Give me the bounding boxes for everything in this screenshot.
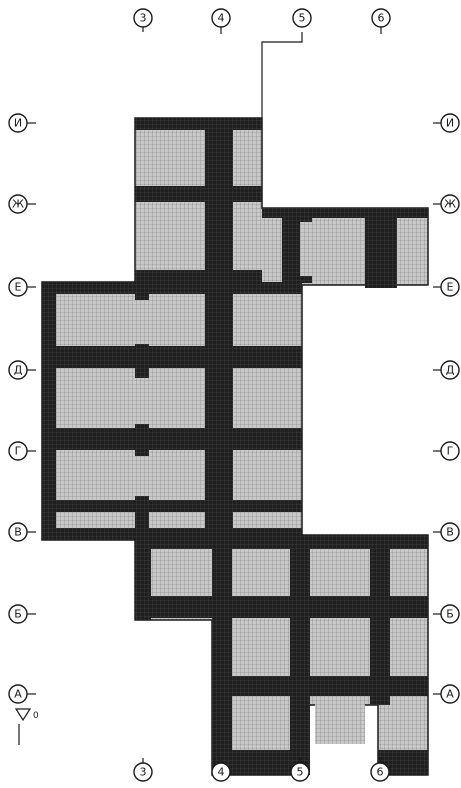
level-value: 0 xyxy=(33,711,39,721)
axis-bubble-Б-right: Б xyxy=(433,604,460,624)
level-mark: 0 xyxy=(14,708,39,745)
axis-bubble-4-top: 4 xyxy=(211,8,231,34)
axis-bubble-А-left: А xyxy=(8,684,36,704)
wall-bands xyxy=(42,118,428,775)
svg-text:5: 5 xyxy=(299,12,306,25)
svg-text:Д: Д xyxy=(446,364,455,377)
svg-text:Г: Г xyxy=(15,445,22,458)
axis-bubble-5-bottom: 5 xyxy=(290,757,310,782)
wall-pier xyxy=(365,208,397,288)
wall-pier xyxy=(42,282,56,540)
svg-text:Е: Е xyxy=(15,281,22,294)
axis-bubble-6-top: 6 xyxy=(371,8,391,34)
floor-panel xyxy=(235,552,287,592)
level-triangle-icon xyxy=(14,708,32,722)
wall-pier xyxy=(135,535,151,620)
svg-text:В: В xyxy=(446,526,454,539)
wall-band xyxy=(42,428,302,450)
wall-pier xyxy=(205,208,233,282)
wall-band xyxy=(42,282,302,294)
wall-pier xyxy=(370,535,390,705)
floor-panel xyxy=(240,456,298,496)
axis-bubble-В-left: В xyxy=(8,522,36,542)
floor-panel xyxy=(315,704,365,744)
wall-pier xyxy=(205,118,233,208)
axis-bubble-В-right: В xyxy=(433,522,460,542)
floor-panel xyxy=(240,300,298,344)
floor-panel xyxy=(390,628,422,672)
floor-panel xyxy=(315,552,367,592)
svg-text:И: И xyxy=(14,117,22,130)
wall-band xyxy=(135,118,262,130)
svg-text:Д: Д xyxy=(14,364,23,377)
svg-text:3: 3 xyxy=(140,766,147,779)
floor-panel xyxy=(240,135,260,175)
floor-panel xyxy=(60,300,200,344)
svg-text:А: А xyxy=(14,688,22,701)
floor-panel xyxy=(150,218,202,266)
axis-bubble-Е-left: Е xyxy=(8,277,36,297)
wall-pier xyxy=(205,282,233,540)
floor-panel xyxy=(315,628,367,672)
svg-text:И: И xyxy=(446,117,454,130)
axis-bubble-Г-right: Г xyxy=(433,441,460,461)
axis-bubble-6-bottom: 6 xyxy=(370,757,390,782)
wall-band xyxy=(135,596,428,618)
axis-bubble-5-top: 5 xyxy=(292,8,312,28)
wall-band xyxy=(135,270,262,284)
floor-panel xyxy=(155,552,203,592)
floor-panel xyxy=(240,224,280,268)
svg-text:6: 6 xyxy=(377,766,384,779)
wall-band xyxy=(135,186,262,202)
axis-bubble-4-bottom: 4 xyxy=(211,757,231,782)
wall-band xyxy=(42,346,302,368)
axis-bubble-3-bottom: 3 xyxy=(133,758,153,782)
svg-text:4: 4 xyxy=(218,766,225,779)
axis-bubble-Ж-right: Ж xyxy=(433,194,460,214)
axis-bubble-Б-left: Б xyxy=(8,604,36,624)
floor-panel xyxy=(300,222,362,276)
floor-panel xyxy=(390,552,422,592)
floor-panels xyxy=(60,135,422,746)
floor-panel xyxy=(235,704,287,746)
svg-text:4: 4 xyxy=(218,12,225,25)
svg-text:Е: Е xyxy=(447,281,454,294)
svg-text:3: 3 xyxy=(140,12,147,25)
floor-panel xyxy=(240,378,298,424)
axis-bubble-Д-left: Д xyxy=(8,360,36,380)
wall-band xyxy=(42,500,302,512)
axis-bubble-И-right: И xyxy=(433,113,460,133)
axis-bubble-Г-left: Г xyxy=(8,441,36,461)
wall-pier xyxy=(212,535,232,775)
svg-text:6: 6 xyxy=(378,12,385,25)
axis-bubble-3-top: 3 xyxy=(133,8,153,32)
wall-band xyxy=(262,208,428,218)
floor-panel xyxy=(235,628,287,672)
svg-text:А: А xyxy=(446,688,454,701)
axis-bubble-Е-right: Е xyxy=(433,277,460,297)
svg-text:5: 5 xyxy=(297,766,304,779)
axis-bubble-А-right: А xyxy=(433,684,460,704)
svg-text:Б: Б xyxy=(14,608,22,621)
floor-panel xyxy=(60,378,200,424)
svg-text:В: В xyxy=(14,526,22,539)
axis-5-extension xyxy=(261,32,303,118)
wall-pier xyxy=(290,535,310,775)
svg-text:Ж: Ж xyxy=(444,198,456,211)
axis-bubble-Ж-left: Ж xyxy=(8,194,36,214)
floor-panel xyxy=(150,135,202,175)
floor-panel xyxy=(60,456,200,496)
building-footprint xyxy=(41,117,429,776)
svg-text:Ж: Ж xyxy=(12,198,24,211)
svg-text:Б: Б xyxy=(446,608,454,621)
svg-text:Г: Г xyxy=(447,445,454,458)
wall-band xyxy=(212,676,428,696)
axis-bubble-Д-right: Д xyxy=(433,360,460,380)
axis-bubble-И-left: И xyxy=(8,113,36,133)
